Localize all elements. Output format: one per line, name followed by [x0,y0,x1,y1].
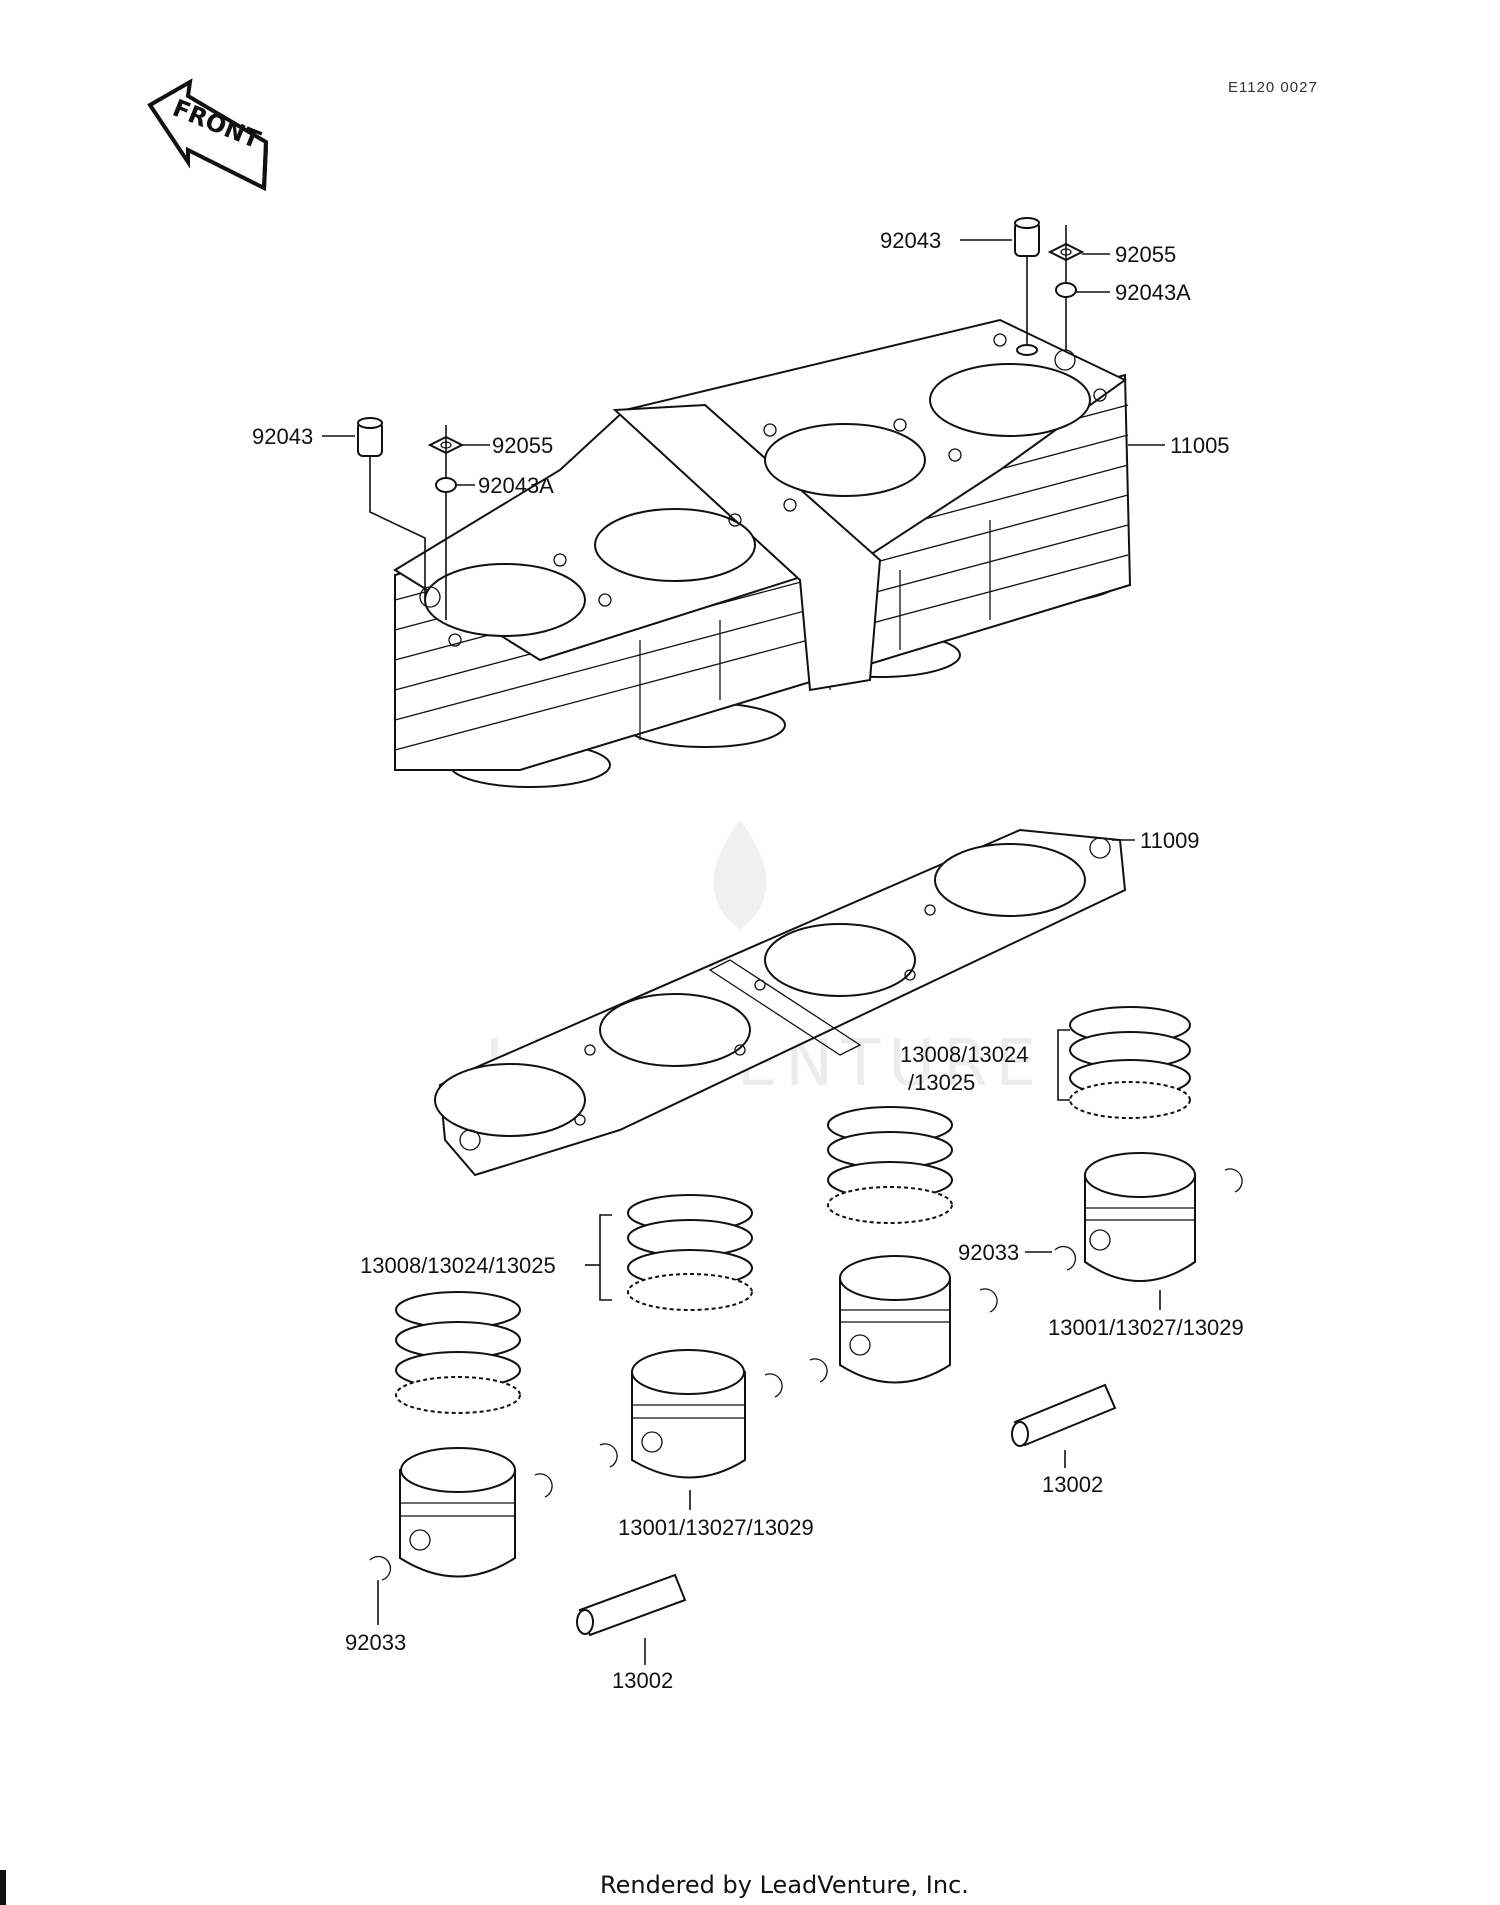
edge-mark [0,1870,6,1905]
leader-lines [322,239,1165,1665]
piston-rings-3 [827,1106,953,1224]
piston-rings-1 [395,1291,521,1414]
callout-11005: 11005 [1170,433,1230,458]
callout-13002-left: 13002 [612,1668,673,1693]
dowel-pin-right [1014,217,1040,356]
callout-labels: 92043 92055 92043A 92043 92055 92043A 11… [252,228,1244,1693]
washer-right [1047,225,1085,350]
cylinder-gasket [434,828,1127,1177]
callout-pistons-left: 13001/13027/13029 [618,1515,814,1540]
piston-1 [399,1447,516,1578]
footer-credit: Rendered by LeadVenture, Inc. [600,1871,969,1899]
callout-92033-right: 92033 [958,1240,1019,1265]
dowel-pin-left [357,417,426,598]
callout-92043-right: 92043 [880,228,941,253]
piston-pin-right [1011,1383,1117,1447]
callout-11009: 11009 [1140,828,1200,853]
diagram-code: E1120 0027 [1228,79,1318,96]
callout-92033-left: 92033 [345,1630,406,1655]
callout-92043-left: 92043 [252,424,313,449]
callout-rings-upper-line1: 13008/13024 [900,1042,1028,1067]
callout-92043A-right: 92043A [1115,280,1191,305]
callout-92055-left: 92055 [492,433,553,458]
piston-rings-4 [1069,1006,1191,1119]
piston-4 [1084,1152,1196,1282]
callout-13002-right: 13002 [1042,1472,1103,1497]
piston-rings-2 [627,1194,753,1311]
circlip-icons [369,1168,1243,1581]
piston-pin-left [576,1573,687,1637]
front-arrow-icon: FRONT [147,78,269,192]
cylinder-block [393,318,1132,788]
callout-rings-upper-line2: /13025 [908,1070,975,1095]
callout-rings-lower: 13008/13024/13025 [360,1253,556,1278]
callout-92043A-left: 92043A [478,473,554,498]
callout-pistons-right: 13001/13027/13029 [1048,1315,1244,1340]
piston-2 [631,1349,746,1479]
piston-3 [839,1255,951,1384]
callout-92055-right: 92055 [1115,242,1176,267]
